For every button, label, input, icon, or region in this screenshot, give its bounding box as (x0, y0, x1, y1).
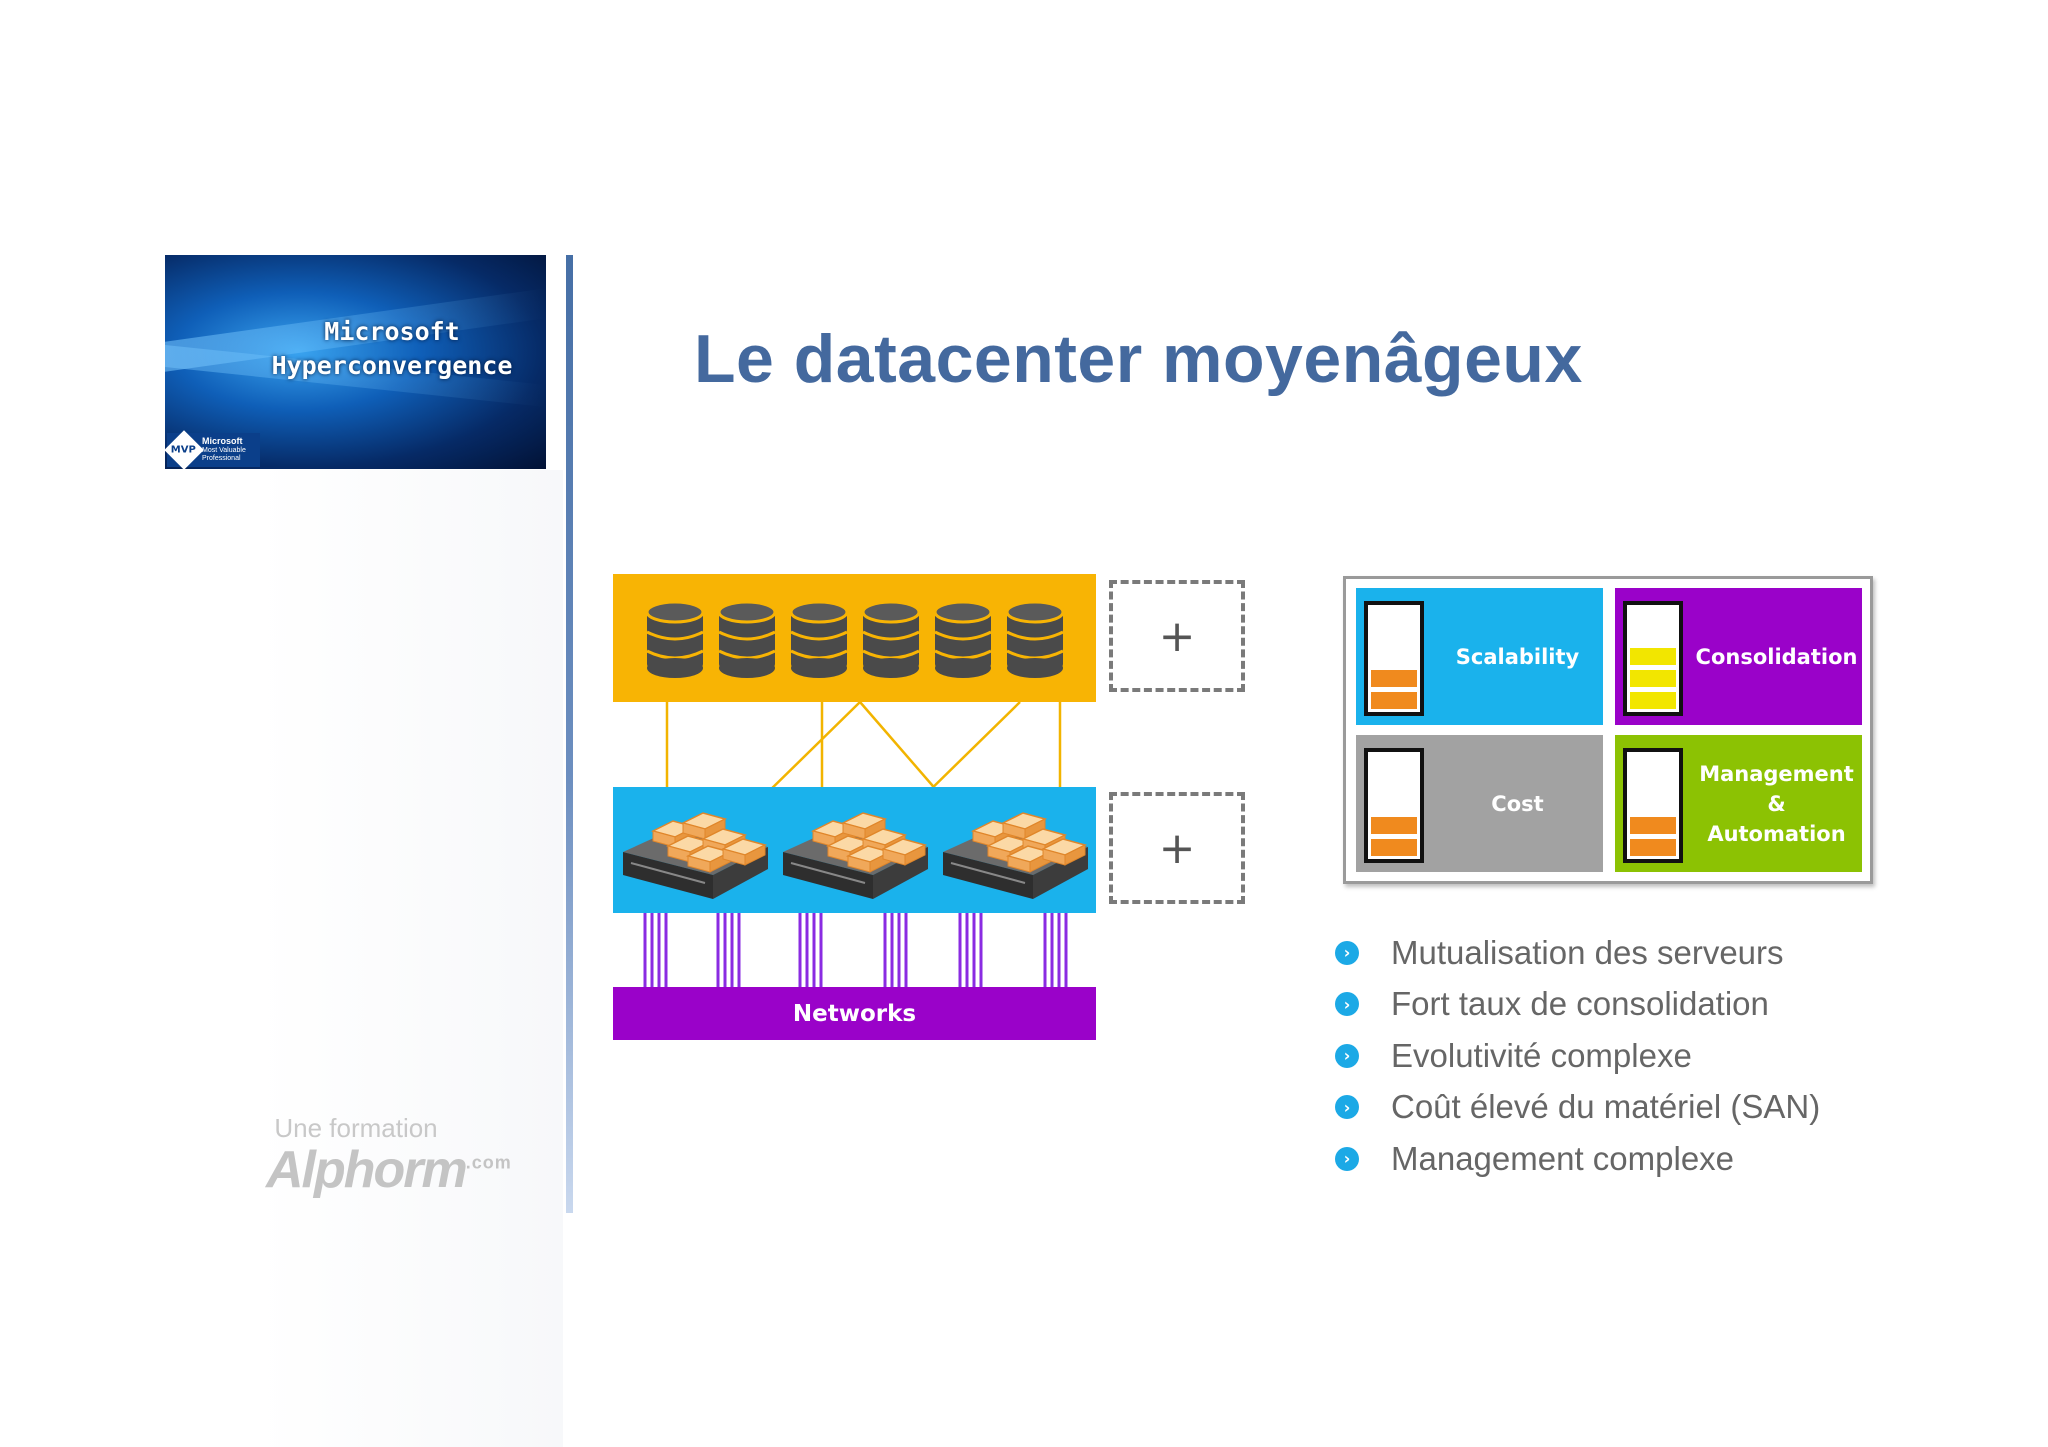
chevron-right-circle-icon: › (1335, 940, 1359, 965)
tile-management-automation: Management & Automation (1615, 735, 1862, 872)
database-icon (789, 600, 849, 678)
list-item-text: Coût élevé du matériel (SAN) (1391, 1088, 1821, 1126)
chevron-right-circle-icon: › (1335, 992, 1359, 1017)
course-title-line1: Microsoft (324, 317, 460, 346)
database-icon (717, 600, 777, 678)
database-icon (1005, 600, 1065, 678)
tile-cost: Cost (1356, 735, 1603, 872)
course-logo: Microsoft Hyperconvergence MVP Microsoft… (165, 255, 546, 469)
network-tier: Networks (613, 987, 1096, 1040)
server-rack-icon (783, 812, 928, 899)
list-item: › Management complexe (1335, 1133, 1820, 1185)
server-row (623, 812, 1088, 899)
list-item: › Fort taux de consolidation (1335, 979, 1820, 1031)
course-title: Microsoft Hyperconvergence (242, 315, 542, 383)
brand-subtitle: Une formation (274, 1113, 438, 1143)
list-item-text: Evolutivité complexe (1391, 1036, 1692, 1074)
list-item-text: Management complexe (1391, 1139, 1735, 1177)
server-rack-icon (943, 812, 1088, 899)
server-rack-icon (623, 812, 768, 899)
brand-logo: Alphorm.com (266, 1141, 512, 1199)
network-label: Networks (792, 1000, 917, 1027)
slide-title: Le datacenter moyenâgeux (694, 321, 1583, 397)
criteria-panel: Scalability Consolidation Cost Managemen… (1343, 576, 1873, 884)
list-item-text: Fort taux de consolidation (1391, 985, 1769, 1023)
plus-icon: + (1158, 610, 1196, 662)
database-icon (645, 600, 705, 678)
level-gauge (1623, 748, 1683, 863)
tile-label: Cost (1491, 791, 1544, 816)
chevron-right-circle-icon: › (1335, 1146, 1359, 1171)
level-gauge (1623, 601, 1683, 716)
vertical-divider (566, 255, 573, 1213)
bullet-list: › Mutualisation des serveurs › Fort taux… (1335, 927, 1820, 1185)
list-item-text: Mutualisation des serveurs (1391, 933, 1784, 971)
level-segment (1630, 648, 1676, 665)
tile-label: Management & Automation (1699, 761, 1854, 846)
database-icon (861, 600, 921, 678)
level-segment (1630, 692, 1676, 709)
level-segment (1371, 839, 1417, 856)
compute-tier (613, 787, 1096, 913)
list-item: › Evolutivité complexe (1335, 1030, 1820, 1082)
disk-row (645, 600, 1065, 678)
level-gauge (1364, 748, 1424, 863)
level-gauge (1364, 601, 1424, 716)
left-panel-background (258, 470, 563, 1447)
level-segment (1630, 817, 1676, 834)
tile-label: Consolidation (1695, 644, 1858, 669)
storage-array (613, 574, 1096, 702)
course-title-line2: Hyperconvergence (271, 351, 513, 380)
level-segment (1371, 817, 1417, 834)
level-segment (1371, 692, 1417, 709)
storage-links (665, 701, 1062, 801)
tile-consolidation: Consolidation (1615, 588, 1862, 725)
database-icon (933, 600, 993, 678)
list-item: › Mutualisation des serveurs (1335, 927, 1820, 979)
list-item: › Coût élevé du matériel (SAN) (1335, 1082, 1820, 1134)
chevron-right-circle-icon: › (1335, 1043, 1359, 1068)
tile-label: Scalability (1455, 644, 1580, 669)
plus-icon: + (1158, 822, 1196, 874)
chevron-right-circle-icon: › (1335, 1095, 1359, 1120)
add-compute-placeholder: + (1109, 792, 1245, 904)
level-segment (1371, 670, 1417, 687)
level-segment (1630, 670, 1676, 687)
level-segment (1630, 839, 1676, 856)
add-storage-placeholder: + (1109, 580, 1245, 692)
tile-scalability: Scalability (1356, 588, 1603, 725)
